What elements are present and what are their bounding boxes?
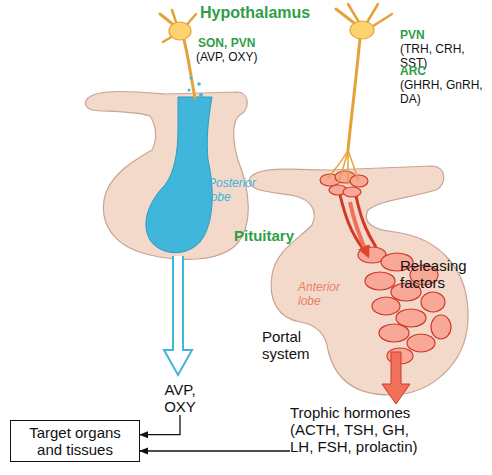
capillary (365, 272, 395, 290)
dot (187, 111, 190, 114)
dendrite (366, 4, 378, 24)
axon-branch (347, 150, 349, 184)
flow-arrow (140, 450, 290, 451)
axon-branch (348, 150, 358, 180)
parvocellular-neuron (328, 4, 392, 184)
nucleus-name: PVN (400, 28, 460, 42)
node-text: Target organs and tissues (21, 424, 129, 458)
axon-branch (338, 150, 348, 183)
dot (188, 89, 191, 92)
capillary (421, 292, 445, 312)
dot (197, 82, 201, 86)
left-pituitary (85, 92, 248, 260)
cell-body (169, 22, 191, 40)
node-text: Trophic hormones (ACTH, TSH, GH, LH, FSH… (290, 404, 430, 455)
capillary (431, 315, 451, 339)
dot (190, 101, 194, 105)
flow-arrow (140, 415, 180, 435)
hormone-list: (AVP, OXY) (196, 50, 286, 64)
magnocellular-neuron (160, 10, 196, 98)
region-name: Pituitary (234, 227, 324, 244)
trophic-arrow (382, 352, 410, 404)
axon (348, 38, 360, 150)
capillary (379, 324, 409, 342)
hormone-text: Trophic hormones (ACTH, TSH, GH, LH, FSH… (290, 404, 430, 455)
dot (189, 76, 192, 79)
cell-body (350, 21, 374, 39)
dot (199, 93, 203, 97)
secretion-arrow (164, 256, 192, 375)
lobe-name: Anterior lobe (298, 280, 353, 308)
axon (184, 40, 195, 98)
capillary (372, 297, 400, 315)
region-name: Hypothalamus (200, 4, 340, 22)
hormone-text: AVP, OXY (153, 381, 207, 415)
node-text: AVP, OXY (153, 381, 207, 415)
releasing-arrow (350, 202, 368, 256)
target-box: Target organs and tissues (10, 420, 140, 462)
posterior-lobe (146, 97, 212, 253)
callout-text: Releasing factors (400, 257, 480, 291)
capillary (407, 334, 435, 352)
lobe-name: Posterior lobe (208, 176, 268, 204)
dot (197, 106, 200, 109)
callout-text: Portal system (262, 328, 322, 362)
nucleus-name: ARC (400, 64, 460, 78)
secretion-dots (187, 76, 203, 113)
pituitary-outline (85, 92, 248, 260)
capillary (350, 175, 368, 187)
nucleus-name: SON, PVN (198, 36, 278, 50)
capillary (343, 187, 361, 197)
hormone-list: (GHRH, GnRH, DA) (400, 78, 490, 106)
